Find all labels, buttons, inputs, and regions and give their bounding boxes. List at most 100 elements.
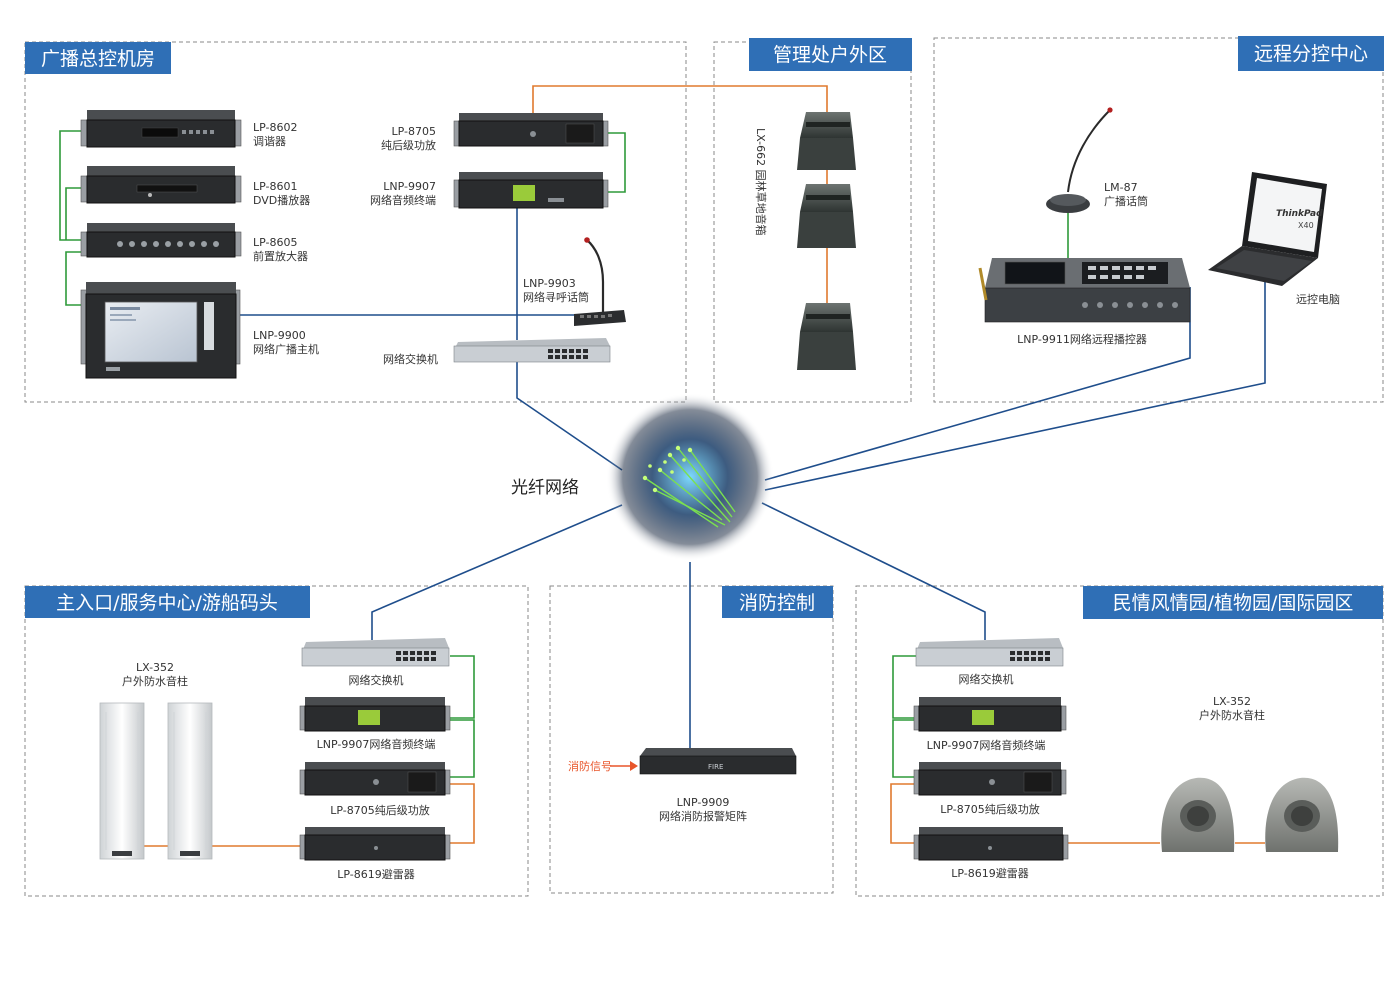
link-amp-terminal [608,132,626,193]
gardens-switch-device [915,638,1064,667]
zone-title-remote-center: 远程分控中心 [1238,36,1384,71]
gardens-switch-label: 网络交换机 [959,672,1014,686]
entrance-terminal-device [299,697,451,732]
link-hub-to-entrance [371,504,623,640]
remote-laptop-device: ThinkPad X40 [1208,172,1327,286]
garden-speaker-2 [797,184,856,248]
zone-remote-center-border [933,37,1384,403]
gardens-arrester-device [913,827,1069,861]
fire-signal-label: 消防信号 [568,759,612,773]
zone-title-entrance: 主入口/服务中心/游船码头 [25,586,310,618]
link-entrance-switch-terminal [450,655,475,719]
broadcast-host-device [80,282,241,379]
amp-model-label: LP-8705 [392,125,436,138]
zone-entrance-border [24,585,529,897]
entrance-arrester-label: LP-8619避雷器 [337,867,414,881]
fire-matrix-model-label: LNP-9909 [677,796,730,809]
link-entrance-terminal-amp [450,719,475,778]
terminal-name-label: 网络音频终端 [370,193,436,207]
paging-mic-name-label: 网络寻呼话筒 [523,290,589,304]
tuner-model-label: LP-8602 [253,121,297,134]
host-name-label: 网络广播主机 [253,342,319,356]
link-gardens-terminal-amp [892,719,916,778]
dvd-model-label: LP-8601 [253,180,297,193]
remote-controller-device [978,258,1191,323]
link-gardens-amp-arrester [890,783,916,844]
power-amp-device [453,113,609,147]
garden-speaker-1 [797,112,856,170]
fire-matrix-name-label: 网络消防报警矩阵 [659,809,747,823]
amp-name-label: 纯后级功放 [381,138,436,152]
zone-title-text: 消防控制 [739,592,815,614]
audio-terminal-device [453,172,609,209]
gardens-arrester-label: LP-8619避雷器 [951,866,1028,880]
gardens-amp-label: LP-8705纯后级功放 [940,802,1039,816]
zone-title-text: 管理处户外区 [773,44,887,66]
link-entrance-amp-arrester [450,783,475,844]
preamp-model-label: LP-8605 [253,236,297,249]
remote-mic-name-label: 广播话筒 [1104,194,1148,208]
dvd-player-device [80,166,242,204]
zone-title-text: 主入口/服务中心/游船码头 [56,592,278,614]
network-switch-device [453,338,611,363]
entrance-arrester-device [299,827,451,861]
orange-links [144,85,1265,847]
network-links [240,208,1266,748]
laptop-model-text: X40 [1298,221,1314,230]
link-tuner-preamp [59,130,81,241]
entrance-terminal-label: LNP-9907网络音频终端 [317,737,436,751]
entrance-amp-device [299,762,451,796]
gardens-amp-device [913,762,1067,796]
tuner-name-label: 调谐器 [253,134,286,148]
entrance-speaker-name-label: 户外防水音柱 [122,674,188,688]
zone-gardens-border [855,585,1384,897]
preamp-name-label: 前置放大器 [253,249,308,263]
zone-title-text: 民情风情园/植物园/国际园区 [1113,592,1354,614]
laptop-brand-text: ThinkPad [1276,209,1323,219]
zone-title-mgmt-outdoor: 管理处户外区 [749,38,912,71]
switch-label: 网络交换机 [383,352,438,366]
dvd-name-label: DVD播放器 [253,193,310,207]
zone-borders [24,37,1384,897]
gardens-terminal-device [913,697,1067,732]
zone-control-room-border [24,41,687,403]
gardens-speaker-name-label: 户外防水音柱 [1199,708,1265,722]
link-dvd-preamp [65,187,81,240]
tuner-device [80,110,242,148]
green-links [59,130,1069,778]
entrance-switch-label: 网络交换机 [349,673,404,687]
desktop-microphone-device [1046,107,1113,213]
zone-title-text: 远程分控中心 [1254,43,1368,65]
fire-matrix-device: FIRE [639,748,797,775]
garden-speaker-label: LX-662 园林草地音箱 [754,128,768,236]
host-model-label: LNP-9900 [253,329,306,342]
remote-mic-model-label: LM-87 [1104,181,1138,194]
paging-microphone-device [574,237,626,326]
gardens-speaker-model-label: LX-352 [1213,695,1251,708]
garden-speaker-3 [797,303,856,370]
preamp-device [80,223,242,258]
link-gardens-switch-terminal [892,655,916,719]
fire-panel-text: FIRE [708,763,723,771]
link-switch-to-hub [516,362,623,471]
fiber-network-label: 光纤网络 [511,478,579,498]
link-hub-to-gardens [761,502,986,640]
gardens-terminal-label: LNP-9907网络音频终端 [927,738,1046,752]
remote-pc-label: 远控电脑 [1296,292,1340,306]
rock-speaker-2 [1265,777,1339,852]
zone-title-fire: 消防控制 [722,586,833,618]
fire-signal-arrow [610,761,638,771]
entrance-speaker-model-label: LX-352 [136,661,174,674]
zone-title-control-room: 广播总控机房 [25,42,171,74]
terminal-model-label: LNP-9907 [383,180,436,193]
column-speaker-1 [99,702,145,860]
entrance-switch-device [301,638,450,667]
fiber-optic-hub [606,393,774,561]
zone-title-gardens: 民情风情园/植物园/国际园区 [1083,586,1383,619]
link-hub-to-remote-pc [764,280,1266,491]
entrance-amp-label: LP-8705纯后级功放 [330,803,429,817]
zone-fire-border [549,585,834,894]
column-speaker-2 [167,702,213,860]
rock-speaker-1 [1161,777,1235,852]
